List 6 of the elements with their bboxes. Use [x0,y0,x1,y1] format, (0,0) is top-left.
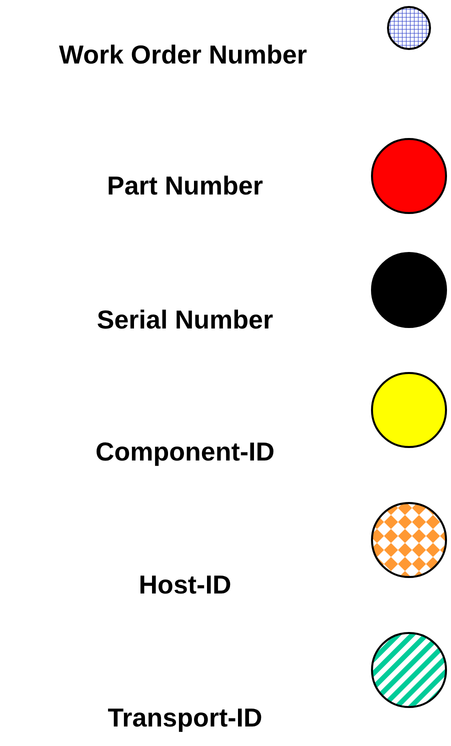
legend-label: Serial Number [96,304,274,336]
legend-label: Host-ID [138,570,232,600]
legend-label: Work Order Number [59,40,307,70]
legend-label: Component-ID [95,436,275,468]
legend-label: Part Number [106,170,264,202]
legend-label: Transport-ID [108,702,262,734]
